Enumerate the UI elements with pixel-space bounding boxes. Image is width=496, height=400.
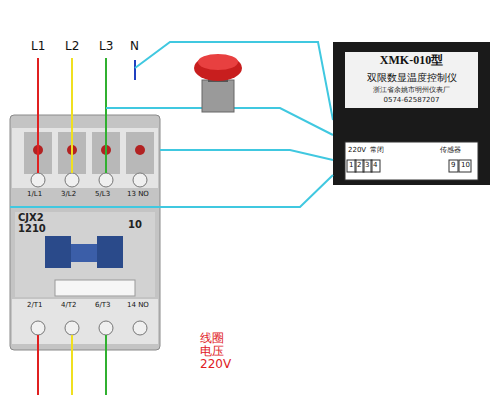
terminal-label: 5/L3	[95, 191, 110, 199]
terminal-label: 10	[461, 162, 470, 170]
control-wire	[160, 150, 333, 160]
controller-illustration	[333, 42, 490, 185]
terminal-label: 4	[373, 162, 377, 170]
terminal-label: 6/T3	[95, 302, 111, 310]
emergency-stop-button	[194, 54, 242, 112]
terminal-label: 2/T1	[27, 302, 43, 310]
terminal-label: 2	[357, 162, 361, 170]
control-wire	[10, 175, 333, 207]
device-model: XMK-010型	[345, 54, 478, 67]
device-text: 双限数显温度控制仪	[345, 72, 478, 83]
contactor: CJX2 1210 10	[10, 115, 160, 350]
terminal-label: 13 NO	[127, 191, 149, 199]
terminal-label: 3	[365, 162, 369, 170]
contactor-illustration	[10, 115, 160, 350]
terminal-label: 14 NO	[127, 302, 149, 310]
device-text: 0574-62587207	[345, 97, 478, 105]
phase-label: L2	[65, 40, 79, 53]
device-model: CJX2 1210	[18, 212, 50, 234]
terminal-label: 4/T2	[61, 302, 77, 310]
phase-label: L3	[99, 40, 113, 53]
terminal-label: 9	[451, 162, 455, 170]
terminal-label: 3/L2	[61, 191, 76, 199]
control-wires	[106, 42, 333, 135]
terminal-label: 1/L1	[27, 191, 42, 199]
terminal-label: 1	[349, 162, 353, 170]
device-text: 浙江省余姚市明州仪表厂	[345, 87, 478, 95]
terminal-label: 常闭	[370, 147, 384, 155]
phase-label: L1	[31, 40, 45, 53]
phase-label: N	[130, 40, 139, 53]
terminal-label: 传感器	[440, 147, 461, 155]
device-text: 10	[128, 219, 142, 230]
coil-voltage-note: 线圈 电压 220V	[200, 332, 234, 372]
terminal-label: 220V	[348, 147, 366, 155]
